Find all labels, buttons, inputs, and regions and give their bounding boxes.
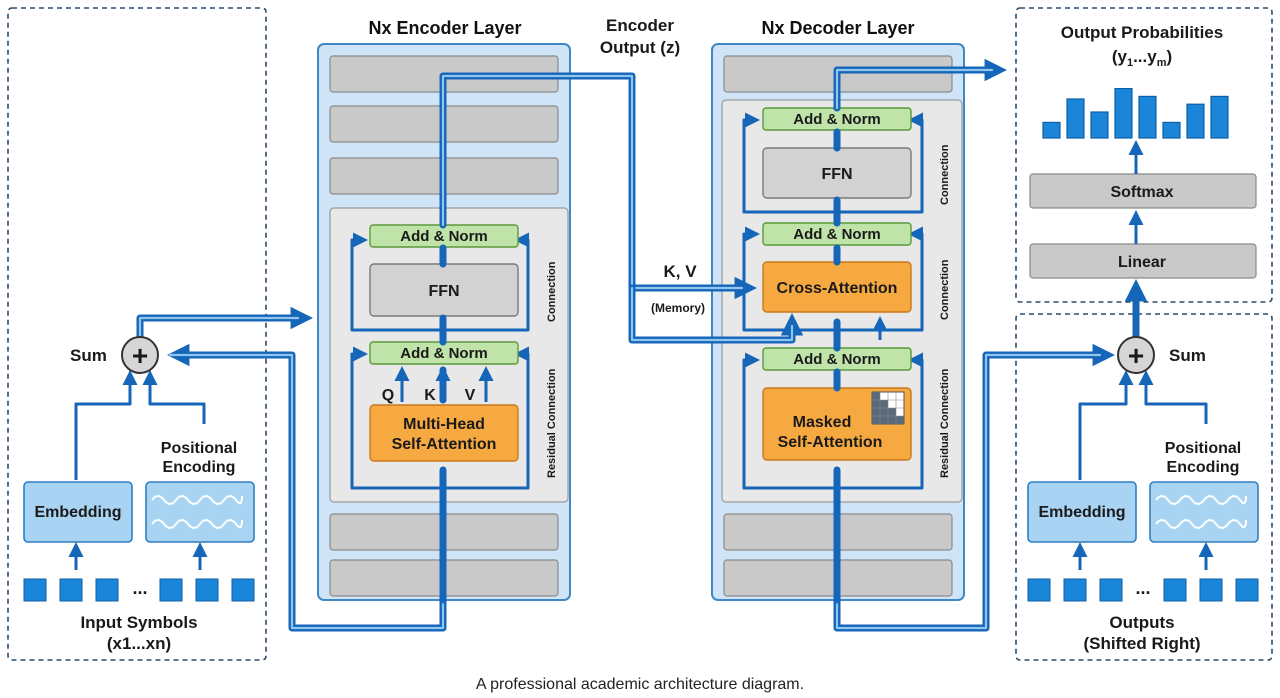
output-probabilities-range: (y1...ym) <box>1112 47 1172 69</box>
k-label: K <box>424 387 436 404</box>
probability-bar <box>1138 95 1157 139</box>
multi-head-label: Multi-Head <box>403 416 485 433</box>
outputs-label: (Shifted Right) <box>1083 634 1200 653</box>
probability-bar <box>1090 111 1109 139</box>
input-plus-sign: + <box>132 340 148 371</box>
input-panel <box>7 7 267 661</box>
input-embedding-block <box>23 481 133 543</box>
input-symbols-label: (x1...xn) <box>107 634 171 653</box>
output-probabilities-title: Output Probabilities <box>1061 23 1223 42</box>
probability-bar <box>1114 87 1133 139</box>
input-symbols-label: Input Symbols <box>80 613 197 632</box>
input-sum-label: Sum <box>70 346 107 365</box>
linear-label: Linear <box>1118 254 1166 271</box>
input-positional-label: Positional <box>161 440 237 457</box>
output-positional-label: Encoding <box>1167 459 1240 476</box>
probability-bar <box>1042 121 1061 139</box>
decoder-ffn-label: FFN <box>821 166 852 183</box>
mask-matrix-icon <box>871 391 905 425</box>
encoder-connection-label: Connection <box>546 261 558 322</box>
input-positional-encoding-block <box>145 481 255 543</box>
output-positional-encoding-block <box>1149 481 1259 543</box>
outputs-label: Outputs <box>1109 613 1174 632</box>
v-label: V <box>465 387 476 404</box>
decoder-add-norm-1-label: Add & Norm <box>793 111 881 128</box>
output-embedding-panel <box>1015 313 1273 661</box>
output-token-squares <box>1027 578 1259 602</box>
encoder-ffn-label: FFN <box>428 283 459 300</box>
probability-bars <box>1042 87 1229 139</box>
softmax-label: Softmax <box>1110 184 1173 201</box>
decoder-residual-label: Residual Connection <box>939 368 951 478</box>
probability-bar <box>1066 98 1085 139</box>
input-positional-label: Encoding <box>163 459 236 476</box>
decoder-title: Nx Decoder Layer <box>761 18 914 38</box>
encoder-output-label: Output (z) <box>600 38 680 57</box>
multi-head-self-attention-block <box>369 404 519 462</box>
input-token-squares <box>23 578 255 602</box>
output-sum-label: Sum <box>1169 346 1206 365</box>
output-head-panel <box>1015 7 1273 303</box>
output-ellipsis: ... <box>1135 578 1150 598</box>
kv-label: K, V <box>663 262 697 281</box>
decoder-connection-label: Connection <box>939 259 951 320</box>
encoder-add-norm-top-label: Add & Norm <box>400 228 488 245</box>
encoder-title: Nx Encoder Layer <box>368 18 521 38</box>
self-attention-label: Self-Attention <box>392 436 497 453</box>
probability-bar <box>1186 103 1205 139</box>
encoder-residual-label: Residual Connection <box>546 368 558 478</box>
decoder-connection-label: Connection <box>939 144 951 205</box>
softmax-block <box>1029 173 1257 209</box>
input-ellipsis: ... <box>132 578 147 598</box>
input-embedding-label: Embedding <box>34 504 121 521</box>
encoder-output-label: Encoder <box>606 16 674 35</box>
probability-bar <box>1210 95 1229 139</box>
output-positional-label: Positional <box>1165 440 1241 457</box>
sine-wave-icon <box>1155 495 1247 529</box>
output-plus-sign: + <box>1128 340 1144 371</box>
masked-self-attention-label: Self-Attention <box>778 434 883 451</box>
input-sum-node <box>121 336 159 374</box>
sine-wave-icon <box>151 495 243 529</box>
encoder-add-norm-bottom-label: Add & Norm <box>400 345 488 362</box>
decoder-add-norm-3-label: Add & Norm <box>793 351 881 368</box>
linear-block <box>1029 243 1257 279</box>
output-sum-node <box>1117 336 1155 374</box>
output-embedding-label: Embedding <box>1038 504 1125 521</box>
cross-attention-label: Cross-Attention <box>777 280 898 297</box>
caption: A professional academic architecture dia… <box>476 676 804 693</box>
q-label: Q <box>382 387 394 404</box>
output-embedding-block <box>1027 481 1137 543</box>
decoder-add-norm-2-label: Add & Norm <box>793 226 881 243</box>
memory-label: (Memory) <box>651 301 705 315</box>
probability-bar <box>1162 121 1181 139</box>
masked-label: Masked <box>793 414 852 431</box>
